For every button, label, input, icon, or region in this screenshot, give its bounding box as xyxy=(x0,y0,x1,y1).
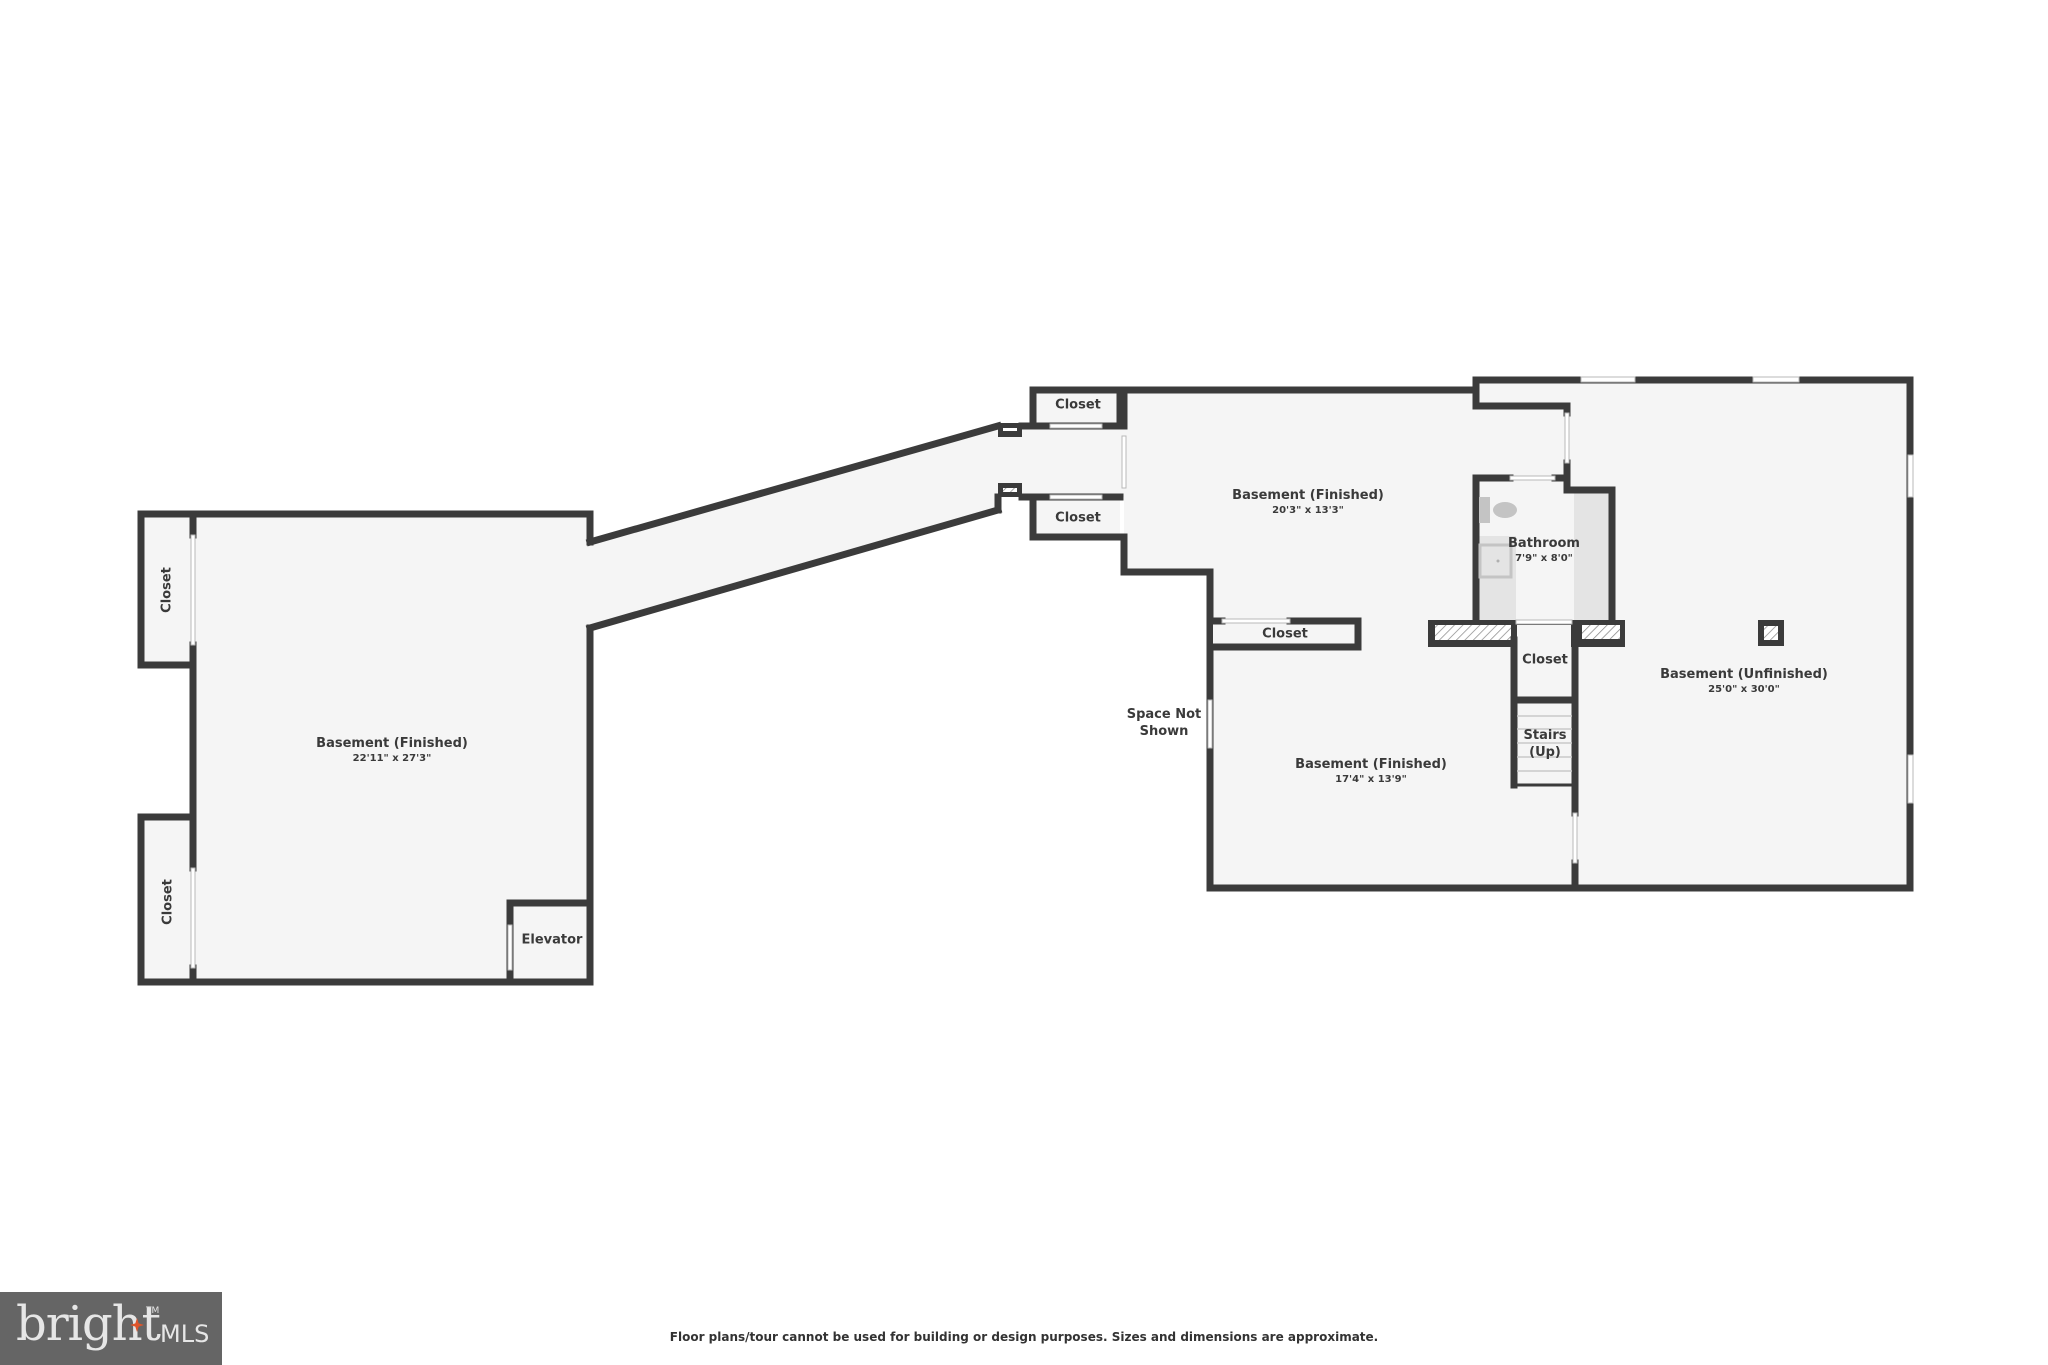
space-not-shown-line1: Space Not xyxy=(1126,707,1202,722)
room-dimensions: 22'11" x 27'3" xyxy=(352,753,432,764)
room-basement-finished-middle: Basement (Finished) 20'3" x 13'3" xyxy=(1232,487,1384,517)
stair-treads xyxy=(1517,715,1572,772)
space-not-shown-label: Space Not Shown xyxy=(1127,706,1202,740)
stairs-label-line1: Stairs xyxy=(1523,728,1567,743)
room-basement-finished-lower: Basement (Finished) 17'4" x 13'9" xyxy=(1295,756,1447,786)
room-name: Basement (Unfinished) xyxy=(1660,667,1828,682)
closet-corridor-bottom-label: Closet xyxy=(1055,510,1101,526)
logo-suffix: MLS xyxy=(160,1320,210,1348)
room-dimensions: 17'4" x 13'9" xyxy=(1335,774,1407,785)
stairs-up-label: Stairs (Up) xyxy=(1524,727,1567,761)
room-name: Basement (Finished) xyxy=(316,736,468,751)
room-bathroom: Bathroom 7'9" x 8'0" xyxy=(1508,535,1580,565)
room-name: Basement (Finished) xyxy=(1232,488,1384,503)
stairs-label-line2: (Up) xyxy=(1529,745,1561,760)
room-basement-unfinished: Basement (Unfinished) 25'0" x 30'0" xyxy=(1660,666,1828,696)
trademark-mark: TM xyxy=(146,1306,160,1316)
left-wing xyxy=(137,421,1124,986)
elevator-label: Elevator xyxy=(521,932,583,948)
room-dimensions: 7'9" x 8'0" xyxy=(1515,553,1573,564)
closet-left-top-label: Closet xyxy=(159,567,175,613)
room-basement-finished-left: Basement (Finished) 22'11" x 27'3" xyxy=(316,735,468,765)
right-block xyxy=(1120,376,1914,892)
corridor-closets xyxy=(1018,386,1124,541)
closet-center-label: Closet xyxy=(1522,652,1568,668)
closet-corridor-top-label: Closet xyxy=(1055,397,1101,413)
room-name: Bathroom xyxy=(1508,536,1580,551)
disclaimer-text: Floor plans/tour cannot be used for buil… xyxy=(669,1330,1379,1344)
closet-left-bottom-label: Closet xyxy=(160,879,176,925)
room-dimensions: 20'3" x 13'3" xyxy=(1272,505,1344,516)
room-dimensions: 25'0" x 30'0" xyxy=(1708,684,1780,695)
bright-mls-logo: bright TM MLS xyxy=(0,1292,222,1365)
closet-middle-label: Closet xyxy=(1262,626,1308,642)
room-name: Basement (Finished) xyxy=(1295,757,1447,772)
space-not-shown-line2: Shown xyxy=(1139,724,1189,739)
